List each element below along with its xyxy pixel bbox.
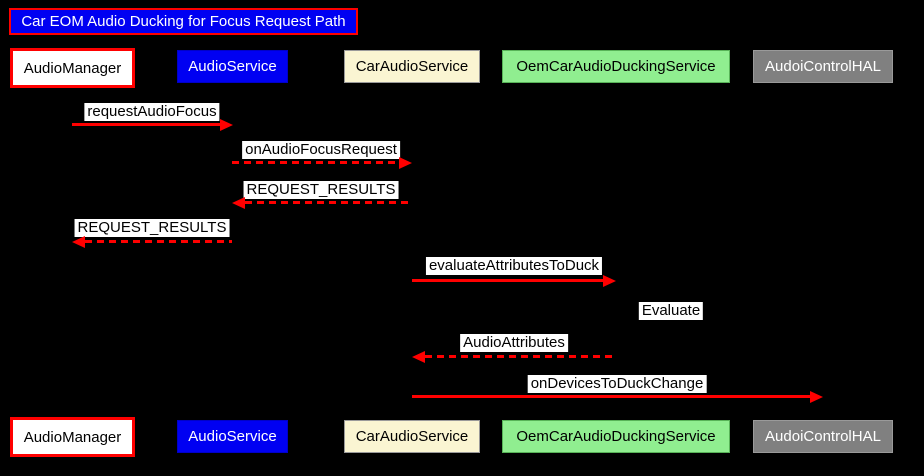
arrowhead-right-icon xyxy=(810,391,823,403)
participant-audiomanager-bottom: AudioManager xyxy=(10,417,135,457)
arrowhead-right-icon xyxy=(603,275,616,287)
message-label-onaudiofocusrequest: onAudioFocusRequest xyxy=(242,141,400,159)
lifeline-audoicontrolhal xyxy=(823,83,824,420)
message-arrow-evaluateattributestoduck xyxy=(412,279,603,282)
message-label-evaluateattributestoduck: evaluateAttributesToDuck xyxy=(425,257,603,275)
participant-caraudioservice-top: CarAudioService xyxy=(344,50,480,83)
message-arrow-audioattributes xyxy=(425,355,616,358)
lifeline-audiomanager xyxy=(72,88,73,417)
participant-audioservice-bottom: AudioService xyxy=(177,420,288,453)
message-label-audioattributes: AudioAttributes xyxy=(460,334,568,352)
message-arrow-onaudiofocusrequest xyxy=(232,161,399,164)
arrowhead-left-icon xyxy=(412,351,425,363)
participant-audoicontrolhal-top: AudoiControlHAL xyxy=(753,50,893,83)
message-label-request-results-2: REQUEST_RESULTS xyxy=(74,219,230,237)
arrowhead-left-icon xyxy=(72,236,85,248)
lifeline-audioservice xyxy=(232,83,233,420)
message-label-requestaudiofocus: requestAudioFocus xyxy=(84,103,220,121)
diagram-title: Car EOM Audio Ducking for Focus Request … xyxy=(9,8,358,35)
message-label-request-results-1: REQUEST_RESULTS xyxy=(243,181,399,199)
participant-caraudioservice-bottom: CarAudioService xyxy=(344,420,480,453)
participant-audiomanager-top: AudioManager xyxy=(10,48,135,88)
arrowhead-right-icon xyxy=(399,157,412,169)
participant-oemcaraudioduckingservice-bottom: OemCarAudioDuckingService xyxy=(502,420,730,453)
participant-oemcaraudioduckingservice-top: OemCarAudioDuckingService xyxy=(502,50,730,83)
participant-audoicontrolhal-bottom: AudoiControlHAL xyxy=(753,420,893,453)
lifeline-caraudioservice xyxy=(412,83,413,420)
message-arrow-request-results-2 xyxy=(85,240,232,243)
message-label-ondevicestoduckchange: onDevicesToDuckChange xyxy=(527,375,707,393)
lifeline-oemcaraudioduckingservice xyxy=(616,83,617,420)
message-arrow-ondevicestoduckchange xyxy=(412,395,810,398)
message-arrow-requestaudiofocus xyxy=(72,123,220,126)
message-arrow-request-results-1 xyxy=(245,201,412,204)
message-label-evaluate: Evaluate xyxy=(638,302,704,320)
arrowhead-right-icon xyxy=(220,119,233,131)
arrowhead-left-icon xyxy=(232,197,245,209)
participant-audioservice-top: AudioService xyxy=(177,50,288,83)
